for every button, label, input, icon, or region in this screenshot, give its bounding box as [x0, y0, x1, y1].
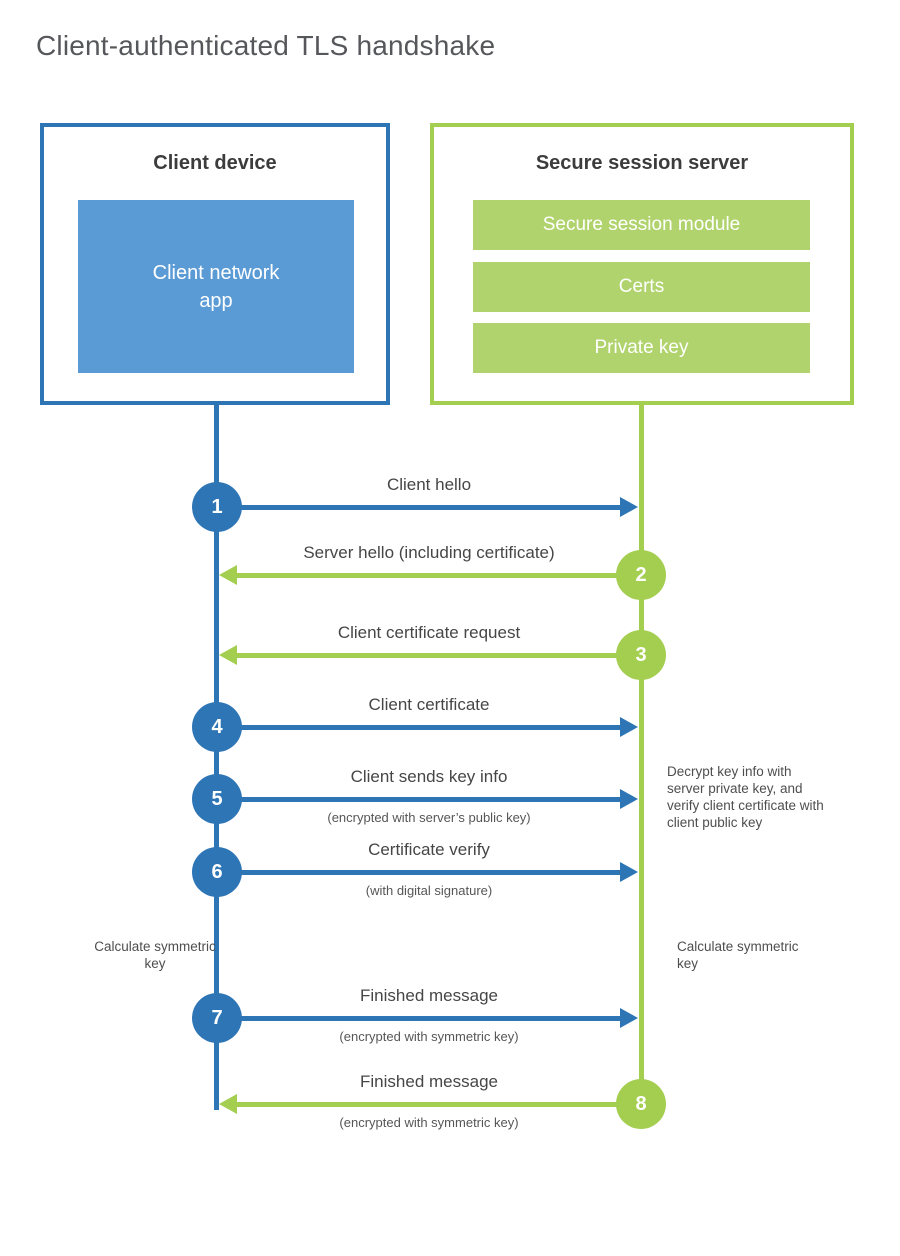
- arrow-left-icon: [219, 565, 237, 585]
- step-badge-5: 5: [192, 774, 242, 824]
- arrow-line: [240, 505, 620, 510]
- arrow-sublabel: (encrypted with symmetric key): [339, 1115, 519, 1130]
- server-lifeline: [639, 405, 644, 1112]
- arrow-line: [240, 797, 620, 802]
- page-title: Client-authenticated TLS handshake: [36, 30, 496, 61]
- calculate-symmetric-key-server: Calculate symmetric key: [677, 939, 799, 971]
- step-badge-1: 1: [192, 482, 242, 532]
- arrow-label: Client certificate request: [337, 623, 521, 642]
- arrow-left-icon: [219, 645, 237, 665]
- arrow-right-icon: [620, 1008, 638, 1028]
- server-module-private-key: Private key: [473, 323, 810, 373]
- arrow-line: [237, 573, 617, 578]
- arrow-sublabel: (with digital signature): [365, 883, 493, 898]
- arrow-label: Server hello (including certificate): [303, 543, 555, 562]
- arrow-label: Client certificate: [368, 695, 490, 714]
- step-badge-7: 7: [192, 993, 242, 1043]
- client-network-app-label: Client network app: [152, 261, 280, 312]
- step-badge-4: 4: [192, 702, 242, 752]
- arrow-sublabel: (encrypted with symmetric key): [339, 1029, 519, 1044]
- server-module-certs: Certs: [473, 262, 810, 312]
- arrow-left-icon: [219, 1094, 237, 1114]
- arrow-label: Client sends key info: [350, 767, 508, 786]
- client-network-app-box: Client network app: [78, 200, 354, 373]
- client-lifeline: [214, 405, 219, 1110]
- arrow-label: Client hello: [386, 475, 472, 494]
- calculate-symmetric-key-client: Calculate symmetric key: [94, 939, 216, 971]
- arrow-right-icon: [620, 789, 638, 809]
- arrow-line: [237, 1102, 617, 1107]
- step-badge-2: 2: [616, 550, 666, 600]
- decrypt-key-note: Decrypt key info with server private key…: [667, 764, 824, 830]
- step-badge-3: 3: [616, 630, 666, 680]
- arrow-line: [240, 725, 620, 730]
- arrow-line: [240, 1016, 620, 1021]
- arrow-label: Certificate verify: [368, 840, 490, 859]
- arrow-right-icon: [620, 497, 638, 517]
- server-module-secure-session: Secure session module: [473, 200, 810, 250]
- client-device-title: Client device: [153, 152, 277, 174]
- secure-session-server-title: Secure session server: [535, 152, 749, 174]
- arrow-line: [237, 653, 617, 658]
- arrow-line: [240, 870, 620, 875]
- arrow-right-icon: [620, 717, 638, 737]
- arrow-label: Finished message: [360, 986, 498, 1005]
- arrow-sublabel: (encrypted with server’s public key): [327, 810, 531, 825]
- step-badge-8: 8: [616, 1079, 666, 1129]
- arrow-label: Finished message: [360, 1072, 498, 1091]
- arrow-right-icon: [620, 862, 638, 882]
- step-badge-6: 6: [192, 847, 242, 897]
